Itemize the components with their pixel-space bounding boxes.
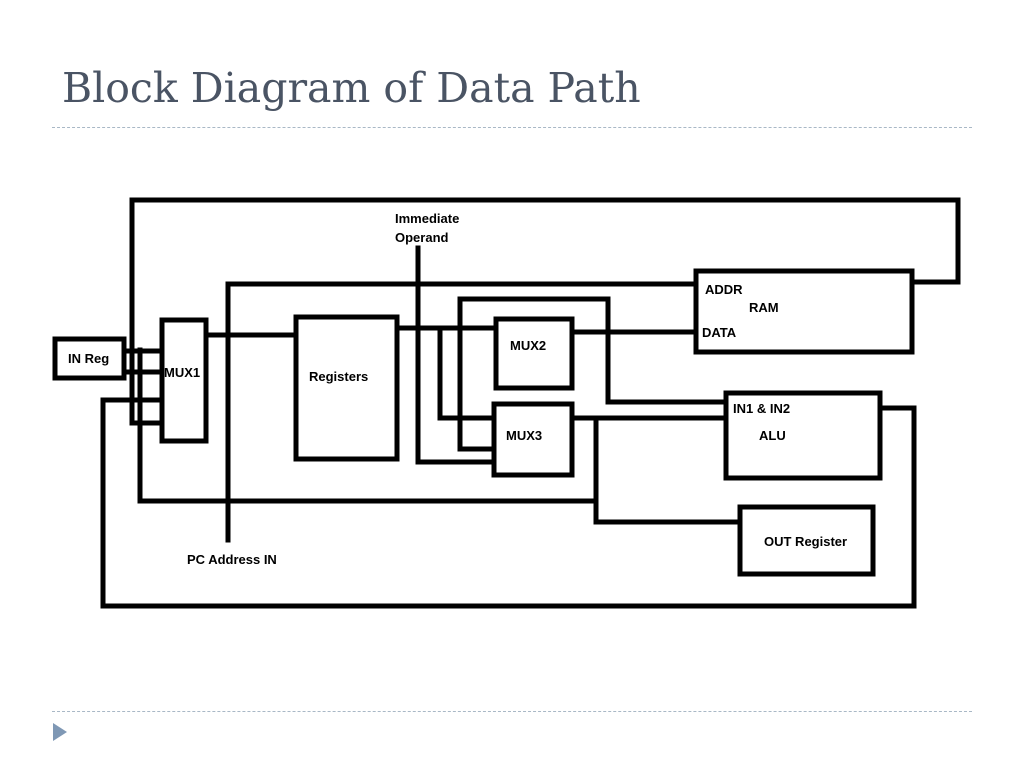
immediate-label-line2: Operand (395, 230, 449, 245)
ram-data-label: DATA (702, 325, 737, 340)
mux1-label: MUX1 (164, 365, 200, 380)
wire-alu-loop (100, 397, 917, 609)
mux2-label: MUX2 (510, 338, 546, 353)
footer-divider (52, 711, 972, 712)
slide-title: Block Diagram of Data Path (62, 64, 641, 112)
pc-address-label: PC Address IN (187, 552, 277, 567)
mux1-block (159, 317, 209, 444)
out-register-block (737, 504, 876, 577)
triangle-right-icon (53, 723, 67, 741)
wire-pc-address (225, 281, 699, 543)
immediate-label-line1: Immediate (395, 211, 459, 226)
mux3-label: MUX3 (506, 428, 542, 443)
in-reg-block (52, 336, 127, 381)
mux3-block (491, 401, 575, 478)
wire-ram-feedback (129, 197, 961, 426)
registers-block (293, 314, 400, 462)
registers-label: Registers (309, 369, 368, 384)
wire-immediate (415, 245, 497, 465)
wire-reg-to-mux3-b (457, 325, 497, 452)
wire-to-out-register (593, 498, 743, 525)
out-register-label: OUT Register (764, 534, 847, 549)
alu-label: ALU (759, 428, 786, 443)
alu-block (723, 390, 883, 481)
in-reg-label: IN Reg (68, 351, 109, 366)
title-divider (52, 127, 972, 128)
ram-addr-label: ADDR (705, 282, 743, 297)
ram-label: RAM (749, 300, 779, 315)
mux2-block (493, 316, 575, 391)
wire-reg-to-mux3-a (437, 325, 497, 421)
ram-block (693, 268, 915, 355)
wire-reg-to-alu-in1 (457, 296, 729, 405)
alu-inputs-label: IN1 & IN2 (733, 401, 790, 416)
wires (100, 197, 961, 609)
